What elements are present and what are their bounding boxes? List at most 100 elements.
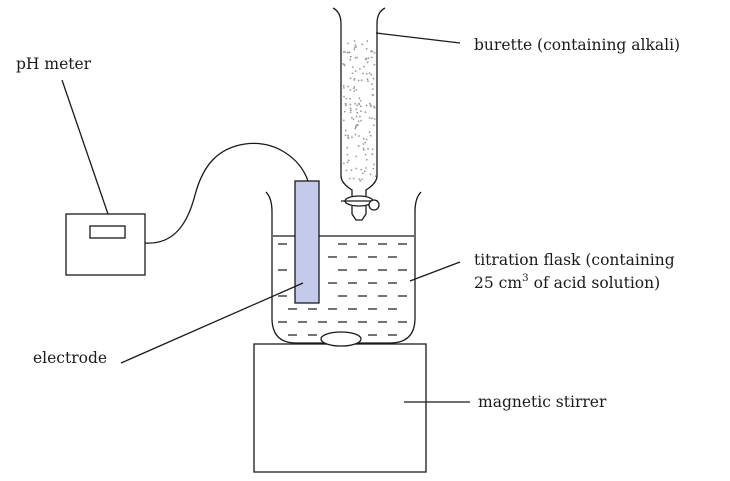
flask-volume-value: 25 cm <box>474 274 522 292</box>
alkali-dot <box>355 46 358 48</box>
alkali-dot <box>358 102 360 105</box>
alkali-dot <box>372 167 375 170</box>
alkali-dot <box>353 90 356 92</box>
alkali-dot <box>362 72 364 75</box>
electrode-leader <box>120 282 304 364</box>
alkali-dot <box>362 147 365 150</box>
alkali-dot <box>351 116 353 119</box>
alkali-dot <box>349 55 352 58</box>
alkali-dot <box>344 51 347 53</box>
alkali-dot <box>356 104 358 107</box>
alkali-dot <box>358 135 360 137</box>
alkali-dot <box>354 57 357 59</box>
alkali-dot <box>355 155 358 158</box>
alkali-dot <box>349 97 351 100</box>
alkali-dot <box>346 146 349 149</box>
alkali-dot <box>369 173 372 176</box>
alkali-dot <box>355 108 358 111</box>
electrode-cable <box>144 142 309 244</box>
alkali-dot <box>344 134 347 137</box>
alkali-dot <box>367 80 369 83</box>
alkali-dot <box>365 167 367 169</box>
alkali-dot <box>373 63 376 66</box>
alkali-dot <box>353 40 356 42</box>
alkali-dot <box>350 109 352 112</box>
alkali-dot <box>373 52 376 54</box>
alkali-dot <box>352 177 355 180</box>
alkali-dot <box>371 153 374 156</box>
alkali-dot <box>365 104 368 107</box>
flask-volume-suffix: of acid solution) <box>529 274 660 292</box>
magnetic-stirrer-box <box>253 343 427 473</box>
alkali-dot <box>354 126 357 128</box>
alkali-dot <box>342 51 345 53</box>
stirrer-bar <box>320 331 362 347</box>
alkali-dot <box>364 153 367 156</box>
alkali-dot <box>351 66 354 68</box>
alkali-dot <box>349 58 352 61</box>
alkali-dot <box>347 134 349 137</box>
alkali-dot <box>361 43 364 46</box>
alkali-dot <box>344 103 347 105</box>
alkali-dot <box>357 79 360 82</box>
alkali-dot <box>349 77 352 80</box>
alkali-dot <box>343 87 345 89</box>
alkali-dot <box>342 63 344 65</box>
alkali-dot <box>354 102 356 105</box>
alkali-dot <box>356 56 359 59</box>
alkali-dot <box>352 118 355 121</box>
alkali-dot <box>363 65 365 68</box>
alkali-dot <box>364 141 367 144</box>
alkali-dot <box>364 58 367 60</box>
alkali-dot <box>343 95 345 98</box>
alkali-dot <box>355 167 358 170</box>
alkali-dot <box>365 158 368 161</box>
alkali-dot <box>355 89 358 91</box>
alkali-dot <box>349 103 352 106</box>
burette-alkali-dots <box>342 40 377 182</box>
alkali-dot <box>343 162 345 165</box>
flask-label-line2: 25 cm3 of acid solution) <box>474 272 660 292</box>
alkali-dot <box>354 127 357 130</box>
flask-leader <box>409 261 461 282</box>
alkali-dot <box>349 89 352 91</box>
alkali-dot <box>367 57 370 59</box>
alkali-dot <box>368 102 371 105</box>
alkali-dot <box>366 78 369 81</box>
alkali-dot <box>347 137 350 140</box>
alkali-dot <box>374 175 377 178</box>
alkali-dot <box>351 136 353 139</box>
alkali-dot <box>353 48 356 51</box>
alkali-dot <box>347 159 350 162</box>
alkali-dot <box>370 73 373 76</box>
alkali-dot <box>370 56 373 59</box>
ph-meter-box <box>65 213 146 276</box>
titration-flask <box>265 191 422 344</box>
alkali-dot <box>368 117 371 119</box>
burette-label: burette (containing alkali) <box>474 36 680 54</box>
alkali-dot <box>354 44 357 46</box>
ph-meter-label: pH meter <box>16 55 92 73</box>
alkali-dot <box>370 50 373 53</box>
alkali-dot <box>373 163 375 166</box>
alkali-dot <box>345 104 347 107</box>
alkali-dot <box>348 51 351 54</box>
alkali-dot <box>373 118 376 120</box>
alkali-dot <box>359 115 361 118</box>
alkali-dot <box>359 180 362 182</box>
alkali-dot <box>361 178 363 181</box>
alkali-dot <box>369 134 372 137</box>
alkali-dot <box>342 119 345 122</box>
ph-meter-display <box>89 225 126 239</box>
alkali-dot <box>357 124 359 127</box>
alkali-dot <box>373 124 375 127</box>
alkali-dot <box>360 168 363 171</box>
alkali-dot <box>369 104 372 107</box>
alkali-dot <box>357 145 360 148</box>
alkali-dot <box>346 161 349 164</box>
ph-meter-leader <box>61 79 109 215</box>
alkali-dot <box>346 153 349 156</box>
alkali-dot <box>356 111 359 114</box>
alkali-dot <box>346 51 349 54</box>
alkali-dot <box>353 86 356 88</box>
